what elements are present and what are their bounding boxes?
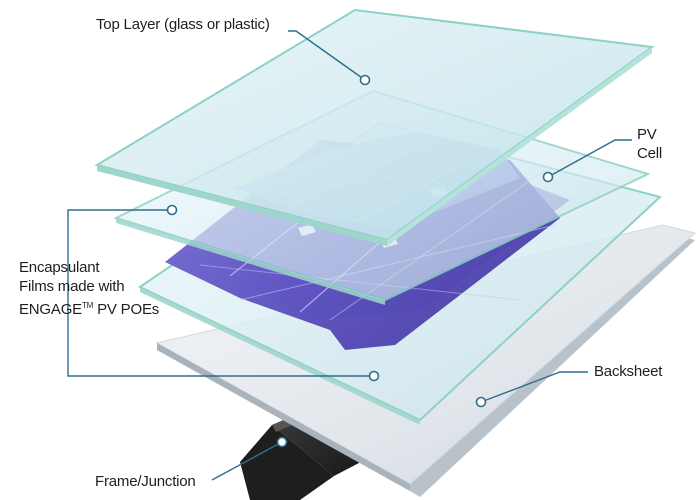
marker-top-layer xyxy=(361,76,370,85)
marker-encapsulant-lower xyxy=(370,372,379,381)
label-frame-junction: Frame/Junction xyxy=(95,472,196,491)
label-pv-cell-line2: Cell xyxy=(637,144,662,163)
brand-name: ENGAGE xyxy=(19,301,82,318)
marker-encapsulant-upper xyxy=(168,206,177,215)
trademark-mark: TM xyxy=(82,301,93,310)
marker-pv-cell xyxy=(544,173,553,182)
label-encapsulant-line1: Encapsulant xyxy=(19,258,159,277)
label-encapsulant-line2: Films made with xyxy=(19,277,159,296)
label-encapsulant-line3: ENGAGETM PV POEs xyxy=(19,296,159,319)
brand-suffix: PV POEs xyxy=(93,301,159,318)
marker-backsheet xyxy=(477,398,486,407)
marker-frame-junction xyxy=(278,438,287,447)
label-backsheet: Backsheet xyxy=(594,362,662,381)
label-pv-cell: PV Cell xyxy=(637,125,662,163)
label-pv-cell-line1: PV xyxy=(637,125,662,144)
label-encapsulant: Encapsulant Films made with ENGAGETM PV … xyxy=(19,258,159,319)
label-top-layer: Top Layer (glass or plastic) xyxy=(96,15,270,34)
